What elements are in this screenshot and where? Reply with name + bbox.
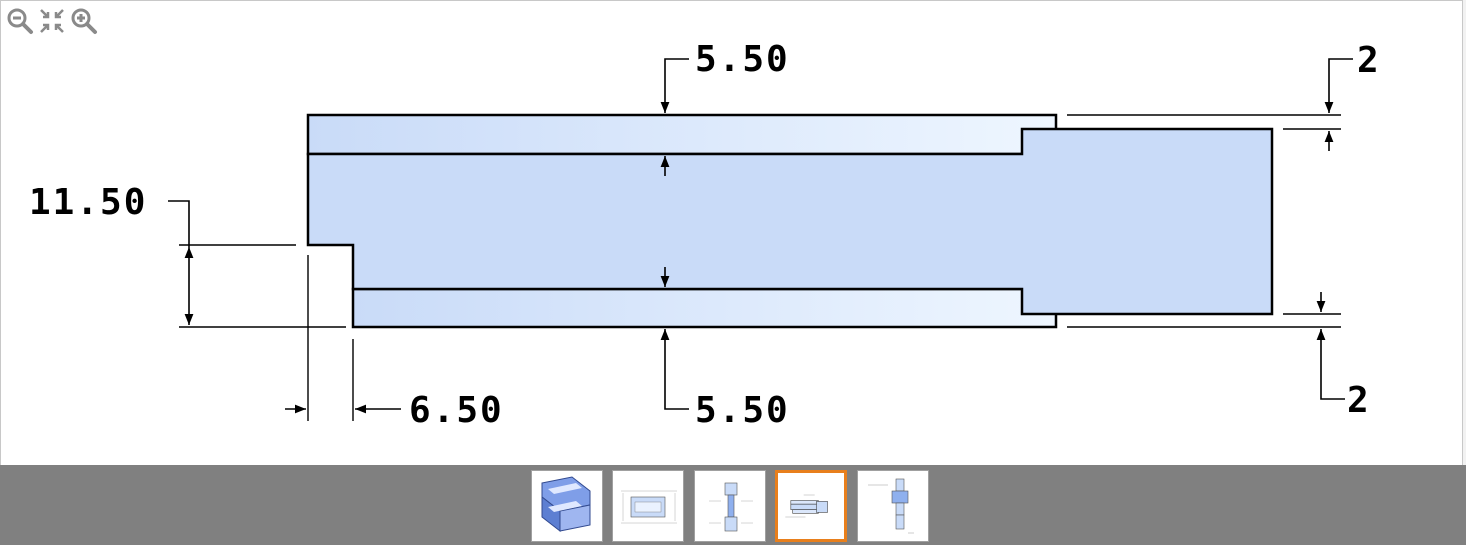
fit-to-screen-icon[interactable]	[37, 6, 67, 36]
upper-slab	[306, 113, 1058, 156]
part-outline	[306, 113, 1274, 329]
dim-right-top: 2	[1357, 40, 1381, 81]
zoom-in-icon[interactable]	[69, 6, 99, 36]
thumbnail-drawing-sheet-4[interactable]	[857, 470, 929, 542]
thumbnail-drawing-sheet-1[interactable]	[612, 470, 684, 542]
thumbnail-strip	[0, 465, 1466, 545]
lower-slab	[351, 287, 1058, 329]
thumbnail-drawing-sheet-3[interactable]	[775, 470, 847, 542]
dim-left-offset: 6.50	[409, 390, 504, 431]
drawing-viewer[interactable]: 5.50 5.50 11.50 6.50 2 2	[0, 0, 1463, 465]
technical-drawing: 5.50 5.50 11.50 6.50 2 2	[29, 39, 1381, 431]
dim-right-bottom: 2	[1347, 380, 1371, 421]
dim-left-height: 11.50	[29, 182, 147, 223]
zoom-out-icon[interactable]	[5, 6, 35, 36]
scrollbar-edge	[1463, 0, 1466, 545]
dim-bottom-center: 5.50	[695, 390, 790, 431]
thumbnail-drawing-sheet-2[interactable]	[694, 470, 766, 542]
dim-top-center: 5.50	[695, 39, 790, 80]
center-web	[306, 127, 1274, 316]
extension-lines	[179, 114, 1341, 421]
thumbnail-isometric-view[interactable]	[531, 470, 603, 542]
zoom-controls	[5, 6, 99, 36]
dimension-leaders	[168, 58, 1353, 414]
